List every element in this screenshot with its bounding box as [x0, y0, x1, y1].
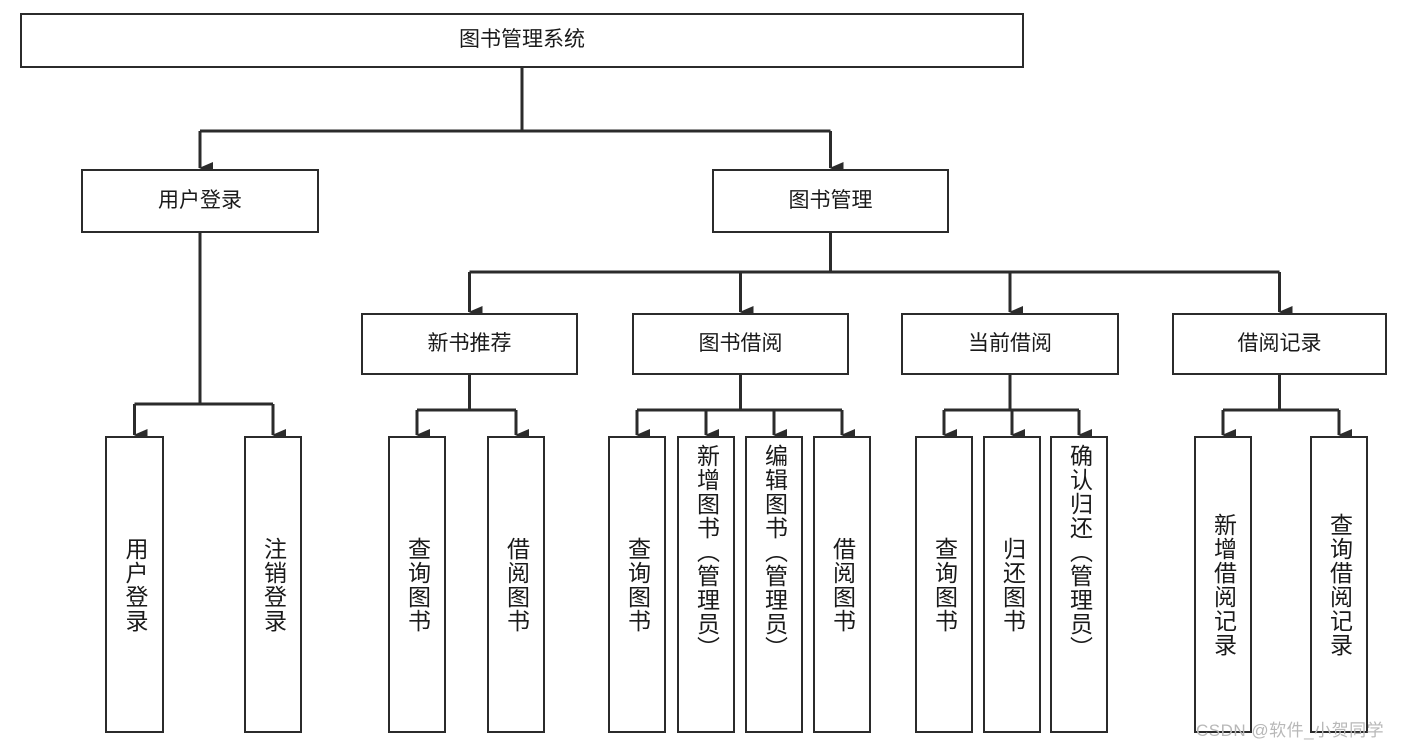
node-label: 注销登录	[260, 536, 287, 633]
node-leaf-cur-return-book[interactable]: 归还图书	[983, 436, 1041, 733]
node-label: 新增图书（管理员）	[693, 444, 720, 660]
node-label: 查询图书	[404, 536, 431, 633]
node-user-login[interactable]: 用户登录	[81, 169, 319, 233]
node-label: 编辑图书（管理员）	[761, 444, 788, 660]
node-root[interactable]: 图书管理系统	[20, 13, 1024, 68]
node-label: 新书推荐	[427, 331, 512, 355]
node-leaf-cur-query-book[interactable]: 查询图书	[915, 436, 973, 733]
node-leaf-borrow-query-book[interactable]: 查询图书	[608, 436, 666, 733]
node-label: 借阅记录	[1237, 331, 1322, 355]
node-leaf-borrow-edit-book[interactable]: 编辑图书（管理员）	[745, 436, 803, 733]
node-leaf-cur-confirm-return[interactable]: 确认归还（管理员）	[1050, 436, 1108, 733]
node-book-manage[interactable]: 图书管理	[712, 169, 949, 233]
node-label: 用户登录	[122, 536, 148, 633]
node-leaf-user-logout[interactable]: 注销登录	[244, 436, 302, 733]
node-new-book-rec[interactable]: 新书推荐	[361, 313, 578, 375]
node-label: 用户登录	[158, 188, 242, 212]
node-label: 查询图书	[931, 536, 958, 633]
node-leaf-rec-query-record[interactable]: 查询借阅记录	[1310, 436, 1368, 733]
node-label: 确认归还（管理员）	[1066, 444, 1093, 660]
node-leaf-borrow-borrow-book[interactable]: 借阅图书	[813, 436, 871, 733]
node-label: 图书借阅	[698, 331, 783, 355]
node-label: 查询借阅记录	[1326, 512, 1353, 657]
node-label: 查询图书	[624, 536, 651, 633]
node-leaf-borrow-add-book[interactable]: 新增图书（管理员）	[677, 436, 735, 733]
node-label: 图书管理	[788, 188, 873, 212]
node-label: 图书管理系统	[459, 28, 585, 52]
node-label: 借阅图书	[503, 536, 530, 633]
node-leaf-rec-borrow-book[interactable]: 借阅图书	[487, 436, 545, 733]
node-label: 借阅图书	[829, 536, 856, 633]
node-leaf-user-login[interactable]: 用户登录	[105, 436, 164, 733]
node-label: 归还图书	[999, 536, 1026, 633]
node-borrow-record[interactable]: 借阅记录	[1172, 313, 1387, 375]
watermark: CSDN @软件_小贺同学	[1196, 721, 1385, 740]
node-leaf-rec-add-record[interactable]: 新增借阅记录	[1194, 436, 1252, 733]
node-leaf-rec-query-book[interactable]: 查询图书	[388, 436, 446, 733]
node-book-borrow[interactable]: 图书借阅	[632, 313, 849, 375]
node-current-borrow[interactable]: 当前借阅	[901, 313, 1119, 375]
node-label: 当前借阅	[968, 331, 1052, 355]
node-label: 新增借阅记录	[1210, 512, 1237, 657]
